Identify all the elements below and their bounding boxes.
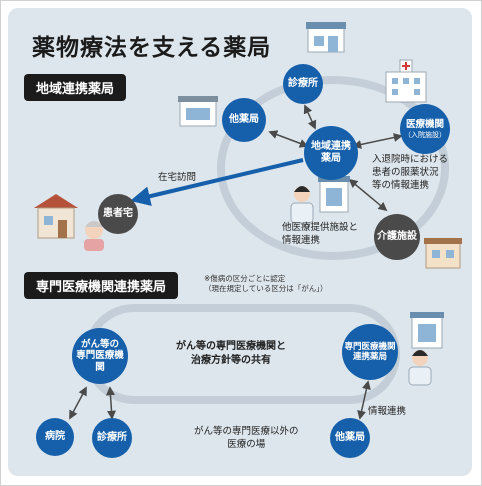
label-sharing: がん等の専門医療機関と 治療方針等の共有 [176,341,286,366]
node-clinic: 診療所 [283,64,323,104]
label-info-link: 情報連携 [368,406,407,417]
node-other-pharmacy: 他薬局 [222,98,266,142]
node-regional-pharmacy: 地域連携薬局 [304,126,358,180]
label-admission-info: 入退院時における 患者の服薬状況 等の情報連携 [372,154,449,191]
house-icon [34,194,78,239]
node-cancer-specialist: がん等の 専門医療機関 [72,328,128,384]
node-cancer-specialist-label: がん等の 専門医療機関 [76,338,124,373]
page-title: 薬物療法を支える薬局 [32,35,272,61]
arrow-specialist-hospital [69,386,87,420]
diagram-panel: 薬物療法を支える薬局 地域連携薬局 地域連携薬局 診療所 他薬局 医療機関 （入… [8,8,472,476]
connector-layer [34,22,462,420]
node-specialist-pharmacy: 専門医療機関 連携薬局 [342,324,398,380]
regional-ring [217,76,449,260]
hospital-building-icon [385,59,427,103]
node-patient-home-label: 患者宅 [103,208,133,219]
arrow-specialist-clinic [105,386,117,420]
node-section2-clinic: 診療所 [92,418,132,458]
pharmacy-building-icon [306,22,346,53]
arrow-center-medical-institution [352,133,403,149]
specialist-pharmacist-icon [408,312,444,386]
node-medical-institution-sub: （入院施設） [404,130,446,139]
node-hospital-label: 病院 [45,431,65,442]
node-regional-pharmacy-label: 地域連携薬局 [311,141,351,164]
node-hospital: 病院 [36,418,74,456]
node-section2-other-pharmacy-label: 他薬局 [335,432,365,443]
node-medical-institution-label: 医療機関 [405,119,444,131]
node-care-facility: 介護施設 [374,214,420,260]
node-section2-other-pharmacy: 他薬局 [330,418,370,458]
node-other-pharmacy-label: 他薬局 [229,114,259,125]
section-regional-label: 地域連携薬局 [24,74,127,101]
label-home-visit: 在宅訪問 [158,172,197,183]
node-specialist-pharmacy-label: 専門医療機関 連携薬局 [344,341,396,362]
label-other-providers: 他医療提供施設と 情報連携 [282,222,359,246]
section-specialist-label: 専門医療機関連携薬局 [24,272,179,299]
node-clinic-label: 診療所 [288,78,318,89]
label-other-places: がん等の専門医療以外の 医療の場 [194,426,299,450]
node-care-facility-label: 介護施設 [377,231,417,242]
care-facility-building-icon [424,238,462,269]
elderly-person-icon [84,221,104,251]
node-medical-institution: 医療機関 （入院施設） [400,104,450,154]
node-section2-clinic-label: 診療所 [97,432,127,443]
arrow-center-clinic [303,104,317,130]
arrow-pharmacy-other [357,380,371,420]
arrow-home-visit [130,158,304,207]
arrow-center-other-pharmacy [268,130,309,148]
section-specialist-note: ※傷病の区分ごとに認定 （現在規定している区分は「がん」） [204,274,328,293]
node-patient-home: 患者宅 [98,194,138,234]
arrow-center-care-facility [348,178,388,212]
pharmacist-icon [290,176,350,224]
shop-building-icon [178,96,218,127]
